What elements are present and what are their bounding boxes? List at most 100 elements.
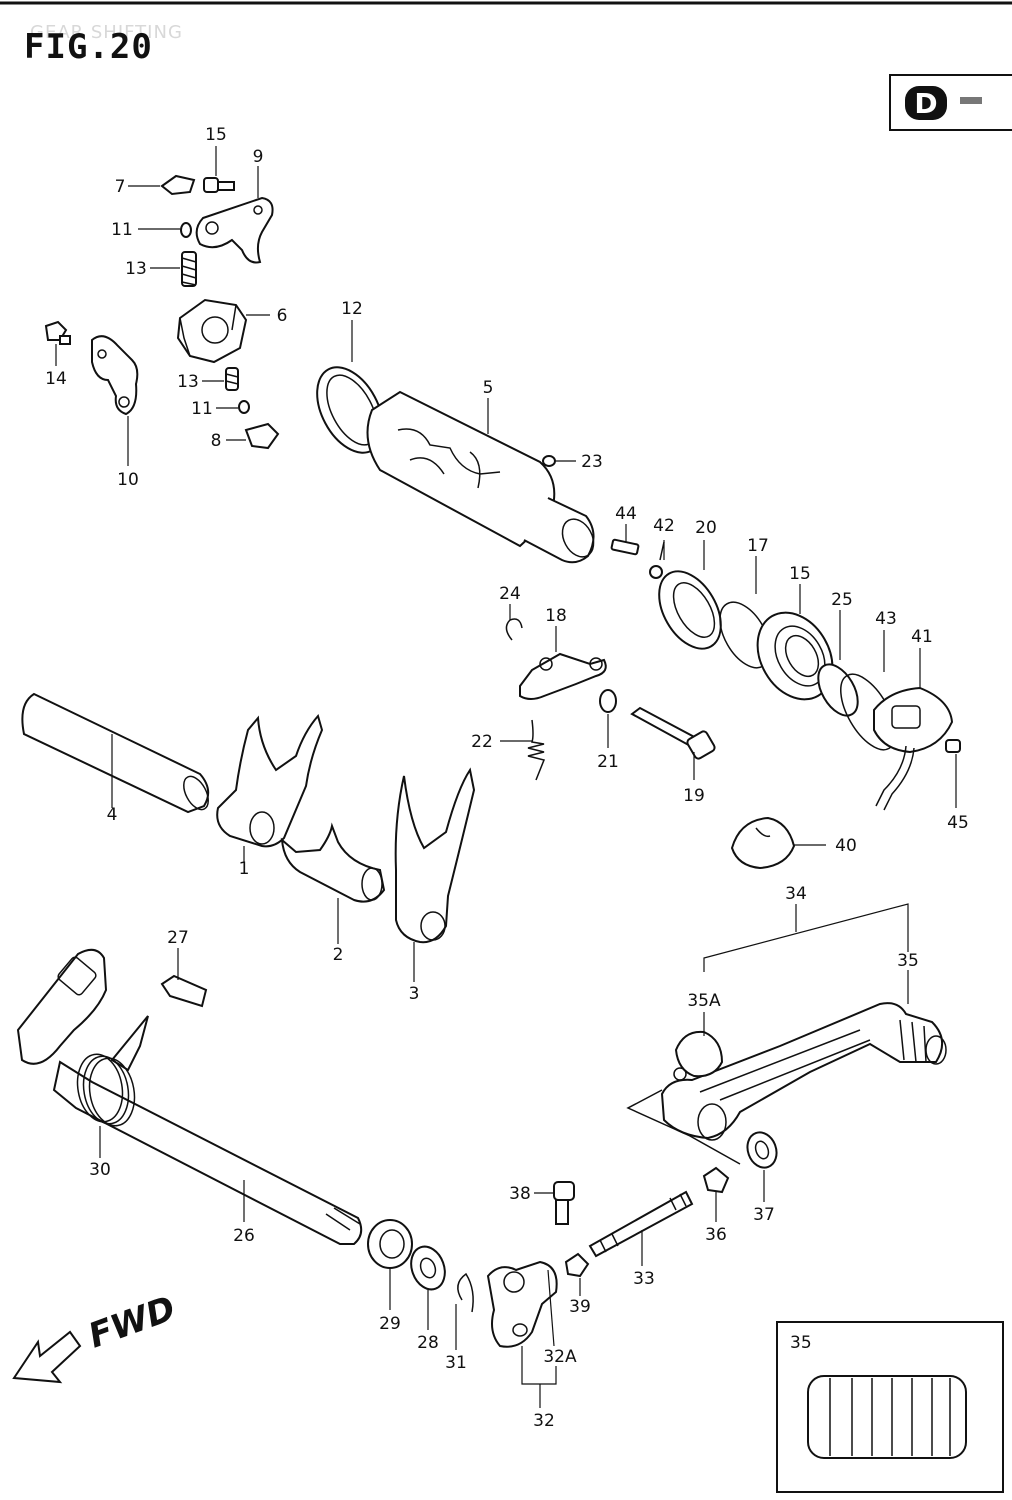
forward-direction-indicator: FWD	[12, 1288, 181, 1384]
pin-11b	[238, 400, 250, 414]
callout-10: 10	[117, 470, 139, 490]
bearing-15	[756, 611, 834, 701]
callout-29: 29	[379, 1314, 401, 1334]
callout-18: 18	[545, 606, 567, 626]
spring-13a	[181, 251, 197, 287]
nut-39	[564, 1252, 590, 1278]
bolt-15	[203, 177, 235, 193]
inset-box-35: 35	[776, 1321, 1004, 1493]
pedal-dashed-guide	[626, 1089, 741, 1165]
pin-11a	[180, 222, 192, 238]
gear-shift-cam-5	[366, 390, 595, 564]
tie-rod-33	[588, 1190, 694, 1258]
stopper-plate-9	[195, 196, 274, 264]
callout-24: 24	[499, 584, 521, 604]
shift-fork-3	[394, 767, 476, 944]
callout-labels: 15 9 7 11 13 6 14 13 11 8 10 12 5 23 44 …	[45, 125, 969, 1431]
figure-title: FIG.20	[24, 27, 153, 67]
cam-gear-20	[658, 570, 722, 650]
callout-6: 6	[277, 306, 288, 326]
grommet-40	[730, 816, 796, 870]
bolt-14	[44, 320, 71, 345]
callout-31: 31	[445, 1353, 467, 1373]
callout-13: 13	[125, 259, 147, 279]
shift-fork-2	[280, 822, 386, 903]
nut-36	[702, 1166, 730, 1194]
switch-41	[873, 686, 954, 811]
spring-30	[76, 1053, 136, 1127]
shift-fork-1	[216, 713, 324, 848]
callout-1: 1	[239, 859, 250, 879]
bolt-19	[630, 706, 716, 760]
clip-31	[457, 1272, 474, 1313]
callout-19: 19	[683, 786, 705, 806]
screw-44	[610, 538, 640, 556]
callout-5: 5	[483, 378, 494, 398]
callout-40: 40	[835, 836, 857, 856]
callout-14: 14	[45, 369, 67, 389]
callout-27: 27	[167, 928, 189, 948]
model-badge: D	[889, 74, 1012, 131]
callout-15-right: 15	[789, 564, 811, 584]
pin-42	[649, 541, 665, 579]
callout-42: 42	[653, 516, 675, 536]
callout-2: 2	[333, 945, 344, 965]
callout-22: 22	[471, 732, 493, 752]
pawl-8	[244, 422, 280, 450]
oil-seal-29	[367, 1219, 413, 1269]
callout-11: 11	[111, 220, 133, 240]
ring-25	[817, 663, 859, 717]
shift-plate-18	[519, 652, 607, 700]
circlip-24	[505, 618, 523, 641]
gearshift-lever-32	[486, 1260, 558, 1348]
rubber-pedal-cover	[807, 1375, 967, 1459]
fork-shaft-4	[21, 692, 210, 814]
callout-21: 21	[597, 752, 619, 772]
callout-8: 8	[211, 431, 222, 451]
fwd-label: FWD	[83, 1288, 180, 1356]
washer-37	[746, 1131, 778, 1169]
callout-11-lower: 11	[191, 399, 213, 419]
spring-22	[527, 719, 546, 781]
callout-36: 36	[705, 1225, 727, 1245]
callout-33: 33	[633, 1269, 655, 1289]
bearing-ring-12	[316, 366, 384, 454]
inset-label: 35	[790, 1333, 812, 1353]
callout-32: 32	[533, 1411, 555, 1431]
callout-41: 41	[911, 627, 933, 647]
callout-7: 7	[115, 177, 126, 197]
callout-35a: 35A	[687, 991, 721, 1011]
washer-7	[160, 174, 196, 196]
callout-17: 17	[747, 536, 769, 556]
gearshift-pedal-35	[660, 1002, 947, 1141]
callout-30: 30	[89, 1160, 111, 1180]
washer-28	[410, 1245, 446, 1291]
callout-3: 3	[409, 984, 420, 1004]
pin-23	[542, 455, 556, 467]
callout-23: 23	[581, 452, 603, 472]
badge-letter: D	[914, 87, 937, 120]
callout-9: 9	[253, 147, 264, 167]
spring-13b	[225, 367, 239, 391]
callout-13-lower: 13	[177, 372, 199, 392]
callout-45: 45	[947, 813, 969, 833]
callout-12: 12	[341, 299, 363, 319]
fwd-arrow-icon	[12, 1330, 82, 1384]
screw-45	[945, 739, 961, 753]
callout-26: 26	[233, 1226, 255, 1246]
callout-4: 4	[107, 805, 118, 825]
callout-15: 15	[205, 125, 227, 145]
bolt-27	[160, 974, 208, 1008]
callout-39: 39	[569, 1297, 591, 1317]
gearshift-shaft-26	[16, 948, 363, 1245]
callout-25: 25	[831, 590, 853, 610]
bolt-38	[553, 1181, 575, 1225]
faded-caption: GEAR SHIFTING	[30, 22, 183, 43]
callout-28: 28	[417, 1333, 439, 1353]
callout-20: 20	[695, 518, 717, 538]
callout-37: 37	[753, 1205, 775, 1225]
callout-34: 34	[785, 884, 807, 904]
callout-43: 43	[875, 609, 897, 629]
stopper-arm-10	[91, 335, 139, 416]
